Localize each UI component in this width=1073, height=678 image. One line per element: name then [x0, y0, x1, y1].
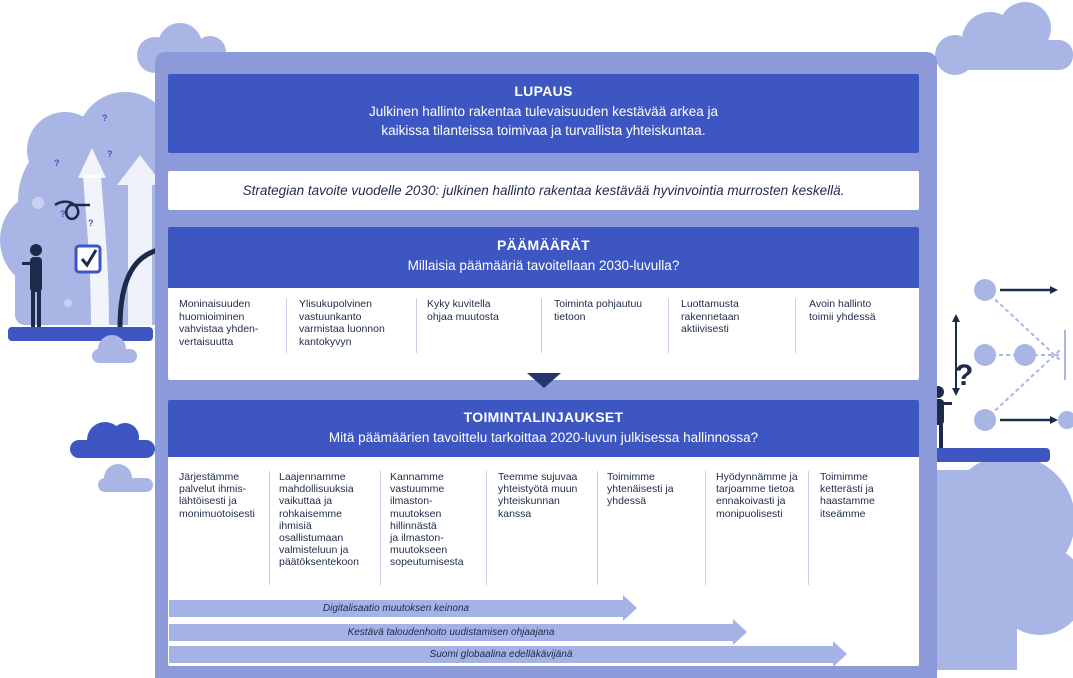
policy-item: Kannamme vastuumme ilmaston- muutoksen h… — [390, 471, 464, 569]
svg-text:?: ? — [60, 209, 66, 219]
lupaus-box: LUPAUS Julkinen hallinto rakentaa tuleva… — [168, 74, 919, 153]
svg-text:?: ? — [107, 149, 113, 159]
cloud-top-right — [935, 2, 1073, 75]
goal-item: Toiminta pohjautuu tietoon — [554, 298, 643, 323]
enabler-label: Kestävä taloudenhoito uudistamisen ohjaa… — [347, 627, 555, 638]
svg-text:?: ? — [102, 113, 108, 123]
goal-item: Ylisukupolvinen vastuunkanto varmistaa l… — [299, 298, 385, 348]
svg-text:?: ? — [88, 218, 94, 228]
lupaus-line-1: Julkinen hallinto rakentaa tulevaisuuden… — [369, 104, 718, 119]
arrow-head-icon — [733, 619, 747, 645]
person-left-icon — [22, 244, 42, 327]
dot-circle — [32, 197, 44, 209]
policy-divider — [269, 471, 270, 585]
goal-item: Moninaisuuden huomioiminen vahvistaa yhd… — [179, 298, 259, 348]
small-question-marks: ? ? ? ? ? — [54, 113, 113, 228]
enabler-arrow-talous: Kestävä taloudenhoito uudistamisen ohjaa… — [169, 619, 747, 645]
enabler-label: Digitalisaatio muutoksen keinona — [322, 603, 470, 614]
toimintalinjaukset-header: TOIMINTALINJAUKSET Mitä päämäärien tavoi… — [168, 400, 919, 457]
goal-divider — [668, 298, 669, 353]
policy-item: Toimimme ketterästi ja haastamme itseämm… — [820, 471, 875, 520]
arrow-head-icon — [833, 641, 847, 667]
paamaarat-heading: PÄÄMÄÄRÄT — [497, 237, 590, 253]
enabler-arrow-globaali: Suomi globaalina edelläkävijänä — [169, 641, 847, 667]
goal-item: Avoin hallinto toimii yhdessä — [809, 298, 876, 323]
cloud-right-small — [935, 575, 975, 597]
question-mark-large: ? — [955, 359, 973, 392]
arrow-head-icon — [623, 595, 637, 621]
policy-item: Toimimme yhtenäisesti ja yhdessä — [607, 471, 674, 508]
toimintalinjaukset-subheading: Mitä päämäärien tavoittelu tarkoittaa 20… — [328, 430, 759, 445]
lupaus-heading: LUPAUS — [514, 83, 573, 99]
cloud-right-large — [925, 455, 1073, 670]
strategy-statement: Strategian tavoite vuodelle 2030: julkin… — [168, 171, 919, 210]
goal-item: Kyky kuvitella ohjaa muutosta — [427, 298, 499, 323]
checkbox-icon — [74, 244, 102, 274]
lupaus-line-2: kaikissa tilanteissa toimivaa ja turvall… — [381, 123, 706, 138]
down-arrow-icon — [527, 373, 561, 388]
policy-divider — [808, 471, 809, 585]
policy-divider — [486, 471, 487, 585]
toimintalinjaukset-heading: TOIMINTALINJAUKSET — [463, 409, 624, 425]
paamaarat-subheading: Millaisia päämääriä tavoitellaan 2030-lu… — [407, 258, 680, 273]
enabler-label: Suomi globaalina edelläkävijänä — [429, 649, 573, 660]
enabler-arrow-digitalisaatio: Digitalisaatio muutoksen keinona — [169, 595, 637, 621]
network-diagram — [952, 279, 1073, 431]
cloud-left-small — [92, 335, 137, 363]
policy-item: Järjestämme palvelut ihmis- lähtöisesti … — [179, 471, 255, 520]
policy-item: Laajennamme mahdollisuuksia vaikuttaa ja… — [279, 471, 359, 569]
cloud-left-low — [98, 464, 153, 492]
policy-divider — [380, 471, 381, 585]
loop-arrow — [54, 200, 90, 221]
goal-divider — [541, 298, 542, 353]
paamaarat-goals: Moninaisuuden huomioiminen vahvistaa yhd… — [168, 288, 919, 380]
left-platform — [8, 327, 153, 341]
dot-circle-small — [64, 299, 72, 307]
svg-text:?: ? — [54, 158, 60, 168]
policy-divider — [597, 471, 598, 585]
cloud-left-mid — [70, 422, 155, 458]
goal-divider — [416, 298, 417, 353]
goal-divider — [286, 298, 287, 353]
goal-divider — [795, 298, 796, 353]
policy-item: Hyödynnämme ja tarjoamme tietoa ennakoiv… — [716, 471, 798, 520]
paamaarat-header: PÄÄMÄÄRÄT Millaisia päämääriä tavoitella… — [168, 227, 919, 288]
right-platform — [920, 448, 1050, 462]
goal-item: Luottamusta rakennetaan aktiivisesti — [681, 298, 740, 336]
policy-divider — [705, 471, 706, 585]
policy-item: Teemme sujuvaa yhteistyötä muun yhteisku… — [498, 471, 578, 520]
